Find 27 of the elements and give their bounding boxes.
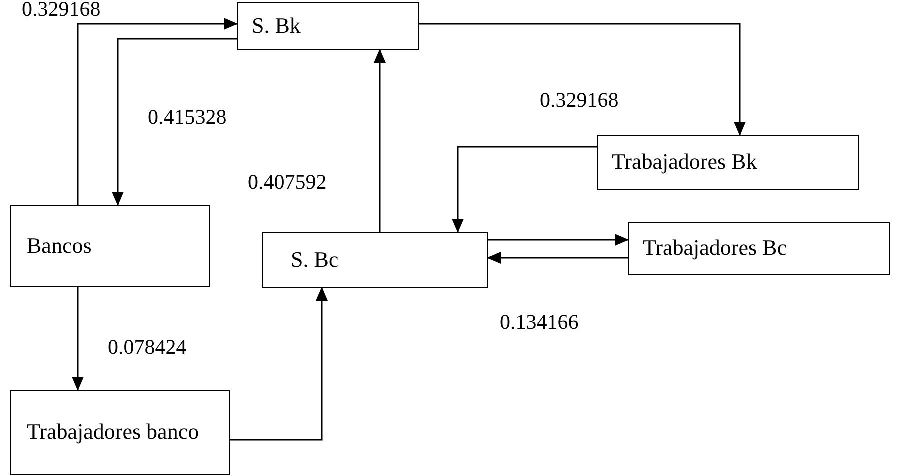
arrow — [487, 252, 628, 264]
arrow — [230, 287, 328, 441]
arrow — [374, 49, 386, 232]
box-label: Bancos — [27, 232, 92, 260]
arrow — [72, 287, 84, 391]
arrow — [77, 18, 238, 205]
edge-label: 0.329168 — [540, 90, 619, 111]
box-label: Trabajadores banco — [27, 419, 200, 446]
process-box — [597, 135, 859, 190]
box-label: Trabajadores Bk — [612, 149, 758, 176]
process-box — [628, 222, 890, 275]
arrow — [112, 38, 237, 206]
process-box — [262, 232, 488, 288]
edge-label: 0.329168 — [22, 0, 101, 20]
process-box — [10, 390, 230, 475]
process-box — [10, 205, 210, 287]
arrow — [419, 23, 746, 136]
edge-label: 0.415328 — [148, 107, 227, 128]
edge-label: 0.134166 — [500, 312, 579, 333]
arrow — [488, 234, 629, 246]
arrow — [452, 146, 597, 233]
process-box — [237, 2, 419, 50]
box-label: Trabajadores Bc — [643, 235, 787, 262]
box-label: S. Bk — [252, 12, 301, 40]
box-label: S. Bc — [291, 246, 339, 274]
edge-label: 0.407592 — [248, 172, 327, 193]
edge-label: 0.078424 — [108, 337, 187, 358]
